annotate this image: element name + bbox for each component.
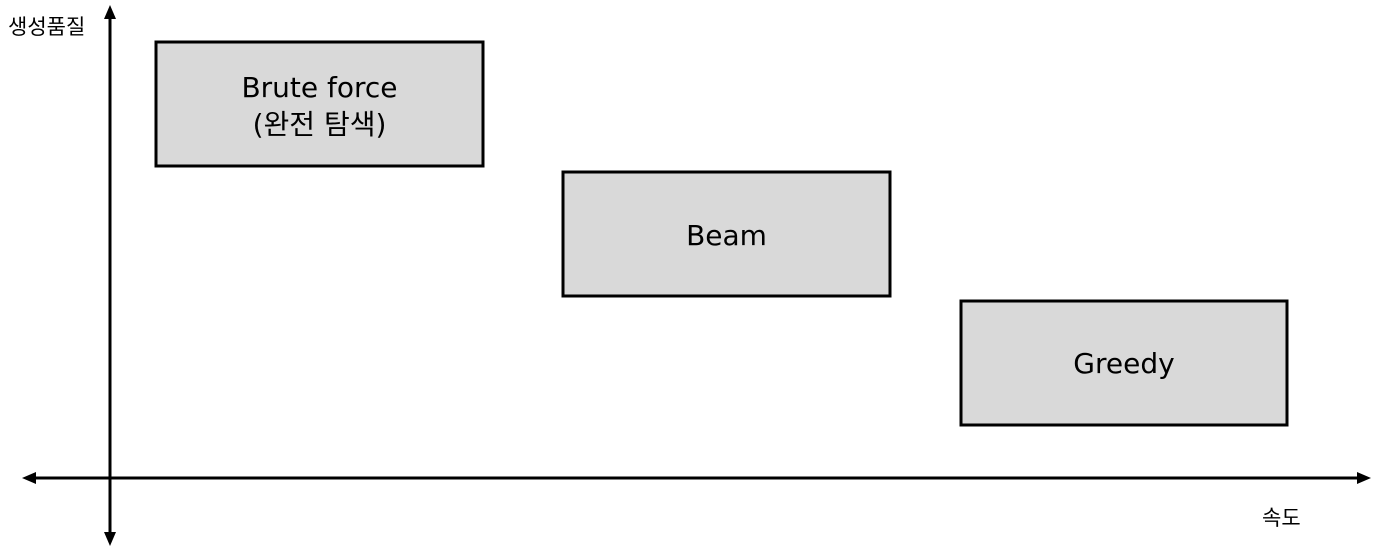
y-axis-arrow-up [104,5,116,19]
x-axis-arrow-left [22,472,36,484]
y-axis-arrow-down [104,532,116,546]
greedy-box-rect [959,299,1289,427]
beam-box-rect [561,170,892,298]
greedy-label: Greedy [1073,347,1174,380]
brute-force-box: Brute force (완전 탐색) [154,40,485,168]
x-axis [22,472,1371,484]
y-axis-label: 생성품질 [8,15,85,39]
greedy-box: Greedy [959,299,1289,427]
y-axis [104,5,116,546]
beam-box: Beam [561,170,892,298]
brute-force-sublabel: (완전 탐색) [253,108,387,141]
beam-label: Beam [686,219,767,252]
brute-force-box-rect [154,40,485,168]
x-axis-arrow-right [1357,472,1371,484]
brute-force-label: Brute force [241,71,397,104]
x-axis-label: 속도 [1262,506,1301,530]
